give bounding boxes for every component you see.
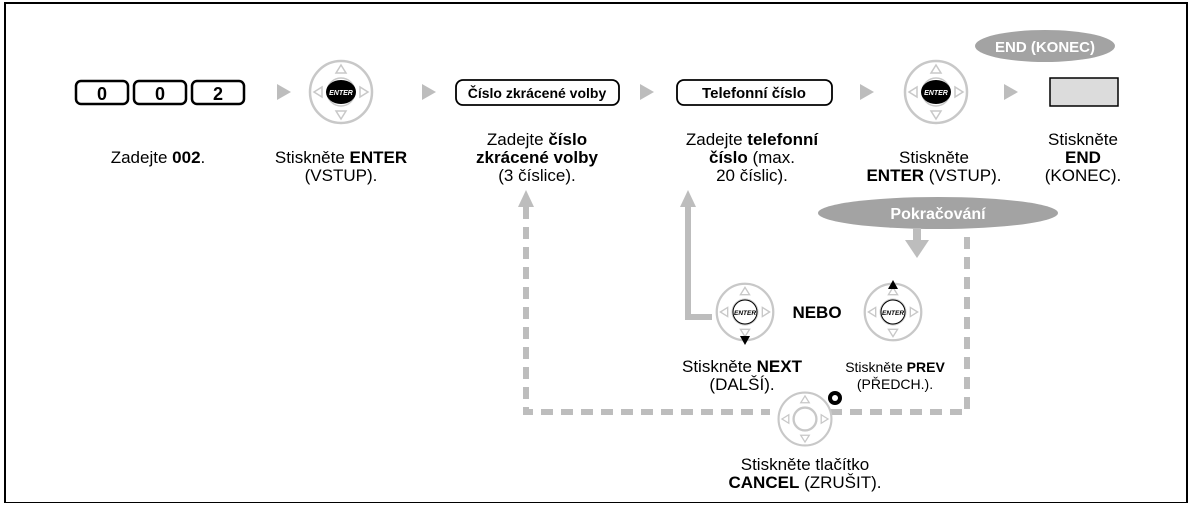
- cancel-navigation-pad[interactable]: [777, 391, 833, 447]
- svg-text:Stiskněte PREV: Stiskněte PREV: [845, 359, 945, 375]
- svg-text:END (KONEC): END (KONEC): [995, 39, 1095, 56]
- continuation-badge: Pokračování: [818, 197, 1058, 229]
- key-0-first[interactable]: 0: [74, 79, 130, 106]
- flow-arrow-5: [1004, 84, 1018, 100]
- next-navigation-pad[interactable]: ENTER: [715, 282, 775, 345]
- svg-text:Stiskněte ENTER: Stiskněte ENTER: [275, 148, 407, 167]
- svg-text:Zadejte telefonní: Zadejte telefonní: [686, 130, 820, 149]
- svg-text:CANCEL (ZRUŠIT).: CANCEL (ZRUŠIT).: [729, 473, 882, 492]
- svg-text:ENTER: ENTER: [329, 90, 353, 97]
- enter-navigation-pad-2[interactable]: ENTER: [903, 59, 969, 125]
- cancel-return-path: [523, 207, 970, 415]
- next-return-arrow: [680, 190, 712, 320]
- svg-text:2: 2: [213, 84, 223, 104]
- svg-text:20 číslic).: 20 číslic).: [716, 166, 788, 185]
- svg-text:Číslo zkrácené volby: Číslo zkrácené volby: [468, 84, 607, 101]
- svg-text:(3 číslice).: (3 číslice).: [498, 166, 575, 185]
- key-2[interactable]: 2: [190, 79, 246, 106]
- svg-text:ENTER (VSTUP).: ENTER (VSTUP).: [866, 166, 1001, 185]
- svg-text:Stiskněte: Stiskněte: [1048, 130, 1118, 149]
- svg-text:END: END: [1065, 148, 1101, 167]
- outer-border: [4, 2, 1188, 504]
- key-0-second[interactable]: 0: [132, 79, 188, 106]
- svg-text:ENTER: ENTER: [734, 310, 756, 317]
- svg-text:(DALŠÍ).: (DALŠÍ).: [709, 375, 774, 394]
- svg-text:Pokračování: Pokračování: [890, 206, 986, 223]
- end-badge: END (KONEC): [975, 30, 1115, 62]
- svg-text:Zadejte číslo: Zadejte číslo: [487, 130, 587, 149]
- speed-dial-input-box: Číslo zkrácené volby: [455, 79, 620, 106]
- svg-text:ENTER: ENTER: [882, 310, 904, 317]
- phone-number-input-box: Telefonní číslo: [676, 79, 833, 106]
- or-label: NEBO: [792, 303, 841, 322]
- step-press-enter-2-label: Stiskněte ENTER (VSTUP).: [866, 148, 1001, 185]
- svg-text:Stiskněte tlačítko: Stiskněte tlačítko: [741, 455, 870, 474]
- flow-arrow-3: [640, 84, 654, 100]
- svg-text:(PŘEDCH.).: (PŘEDCH.).: [857, 376, 933, 392]
- svg-text:ENTER: ENTER: [924, 90, 948, 97]
- svg-text:zkrácené volby: zkrácené volby: [476, 148, 598, 167]
- flow-arrow-4: [860, 84, 874, 100]
- flow-arrow-1: [277, 84, 291, 100]
- step-press-enter-label: Stiskněte ENTER (VSTUP).: [275, 148, 407, 185]
- svg-text:(VSTUP).: (VSTUP).: [305, 166, 378, 185]
- end-button[interactable]: [1049, 77, 1119, 107]
- svg-text:(KONEC).: (KONEC).: [1045, 166, 1122, 185]
- step-press-prev-label: Stiskněte PREV (PŘEDCH.).: [845, 359, 945, 392]
- svg-text:0: 0: [97, 84, 107, 104]
- prev-navigation-pad[interactable]: ENTER: [863, 280, 923, 342]
- step-press-end-label: Stiskněte END (KONEC).: [1045, 130, 1122, 185]
- flow-arrow-2: [422, 84, 436, 100]
- step-phone-number-label: Zadejte telefonní číslo (max. 20 číslic)…: [686, 130, 820, 185]
- svg-text:Stiskněte NEXT: Stiskněte NEXT: [682, 357, 803, 376]
- svg-text:Telefonní číslo: Telefonní číslo: [702, 85, 806, 102]
- continuation-down-arrow: [905, 228, 929, 258]
- cancel-button-icon[interactable]: [828, 391, 842, 405]
- svg-text:0: 0: [155, 84, 165, 104]
- step-speed-dial-label: Zadejte číslo zkrácené volby (3 číslice)…: [476, 130, 598, 185]
- svg-text:Stiskněte: Stiskněte: [899, 148, 969, 167]
- enter-navigation-pad[interactable]: ENTER: [308, 59, 374, 125]
- cancel-return-arrowhead: [518, 190, 534, 207]
- svg-text:číslo (max.: číslo (max.: [709, 148, 795, 167]
- step-enter-code-label: Zadejte 002.: [111, 148, 206, 167]
- step-press-next-label: Stiskněte NEXT (DALŠÍ).: [682, 357, 803, 394]
- step-press-cancel-label: Stiskněte tlačítko CANCEL (ZRUŠIT).: [729, 455, 882, 492]
